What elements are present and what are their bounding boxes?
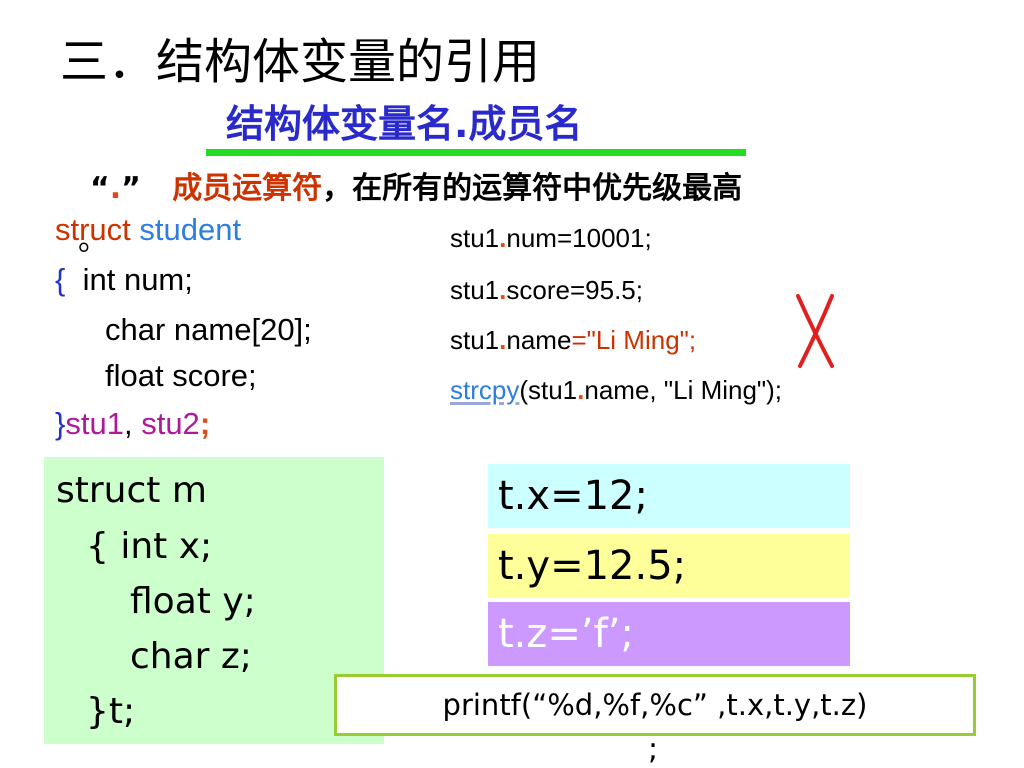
struct-m-line2: { int x; bbox=[86, 526, 213, 567]
strcpy-open: (stu1 bbox=[519, 375, 578, 405]
operator-description: “.” 成员运算符，在所有的运算符中优先级最高 bbox=[90, 168, 742, 210]
red-x-svg bbox=[796, 294, 834, 368]
var-comma: , bbox=[123, 406, 142, 441]
assign-name-member: name bbox=[506, 325, 572, 355]
operator-dot: . bbox=[109, 171, 122, 206]
member-name: char name[20]; bbox=[105, 312, 312, 347]
var-semicolon: ; bbox=[199, 406, 211, 441]
struct-name: student bbox=[139, 212, 242, 247]
var-stu1: stu1 bbox=[65, 406, 124, 441]
assign-name-wrong: stu1.name="Li Ming"; bbox=[450, 322, 696, 358]
member-y-box: t.y=12.5; bbox=[488, 534, 850, 598]
assign-name-value: ="Li Ming"; bbox=[571, 325, 697, 355]
strcpy-dot: . bbox=[577, 375, 585, 405]
struct-m-line3: float y; bbox=[130, 581, 256, 622]
page-title: 三．结构体变量的引用 bbox=[60, 34, 541, 90]
assign-name-dot: . bbox=[499, 325, 507, 355]
member-num: int num; bbox=[82, 262, 193, 297]
syntax-subtitle: 结构体变量名.成员名 bbox=[226, 102, 583, 146]
struct-m-line4: char z; bbox=[130, 636, 252, 677]
brace-open: { bbox=[55, 262, 66, 297]
struct-student-line1: { int num; bbox=[55, 260, 193, 300]
member-score: float score; bbox=[105, 358, 257, 393]
subtitle-underline bbox=[206, 149, 746, 156]
operator-name: 成员运算符 bbox=[172, 171, 323, 206]
struct-m-line1: struct m bbox=[56, 470, 207, 511]
assign-name-var: stu1 bbox=[450, 325, 500, 355]
struct-m-line5: }t; bbox=[86, 691, 136, 732]
printf-box: printf(“%d,%f,%c” ,t.x,t.y,t.z) bbox=[334, 674, 976, 736]
member-z-box: t.z=’f’; bbox=[488, 602, 850, 666]
operator-wrap-mark: 。 bbox=[78, 223, 108, 258]
assign-score-var: stu1 bbox=[450, 275, 500, 305]
assign-num: stu1.num=10001; bbox=[450, 220, 652, 256]
assign-num-rest: num=10001; bbox=[506, 223, 652, 253]
assign-score: stu1.score=95.5; bbox=[450, 272, 643, 308]
assign-strcpy: strcpy(stu1.name, "Li Ming"); bbox=[450, 372, 782, 408]
assign-score-rest: score=95.5; bbox=[506, 275, 643, 305]
strcpy-func: strcpy bbox=[450, 375, 520, 405]
close-quote: ” bbox=[121, 171, 141, 206]
var-stu2: stu2 bbox=[141, 406, 200, 441]
struct-m-box: struct m { int x; float y; char z; }t; bbox=[44, 457, 384, 744]
member-x-box: t.x=12; bbox=[488, 464, 850, 528]
struct-student-header: struct student bbox=[55, 210, 241, 250]
struct-keyword: struct bbox=[55, 212, 131, 247]
assign-num-var: stu1 bbox=[450, 223, 500, 253]
assign-score-dot: . bbox=[499, 275, 507, 305]
strcpy-rest: name, "Li Ming"); bbox=[584, 375, 783, 405]
struct-student-vars: }stu1, stu2; bbox=[55, 404, 210, 444]
brace-close: } bbox=[55, 406, 66, 441]
open-quote: “ bbox=[90, 171, 110, 206]
operator-precedence-text: ，在所有的运算符中优先级最高 bbox=[322, 171, 743, 206]
assign-num-dot: . bbox=[499, 223, 507, 253]
red-x-icon bbox=[792, 292, 840, 374]
printf-semicolon: ; bbox=[648, 732, 659, 767]
